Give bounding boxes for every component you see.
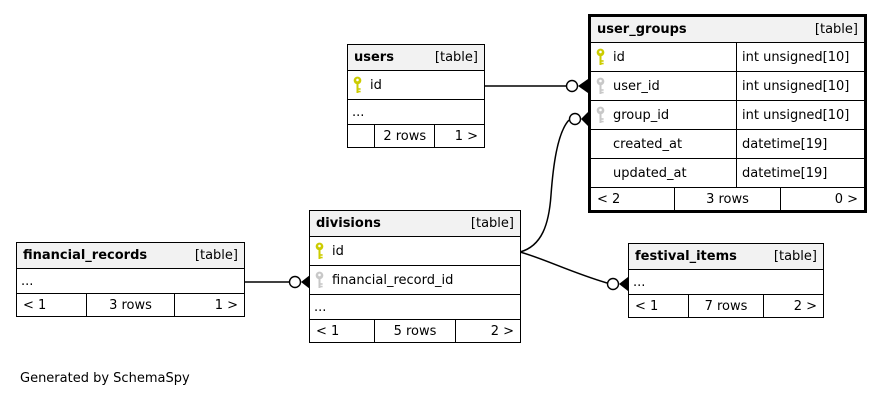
- footer-parents: < 1: [316, 323, 340, 339]
- table-type-label: [table]: [470, 216, 514, 231]
- table-title: festival_items: [635, 249, 737, 264]
- column-name: updated_at: [613, 165, 687, 181]
- more-columns-row: ...: [629, 270, 823, 295]
- ellipsis: ...: [352, 104, 365, 120]
- footer-children: 1 >: [434, 125, 484, 147]
- ellipsis: ...: [314, 299, 327, 315]
- table-type-label: [table]: [814, 22, 858, 37]
- table-users-footer: 2 rows 1 >: [348, 125, 484, 147]
- footer-children: 2 >: [762, 295, 823, 317]
- table-divisions-footer: < 1 5 rows 2 >: [310, 320, 520, 342]
- column-type: int unsigned[10]: [736, 101, 864, 129]
- footer-row-count: 7 rows: [688, 295, 762, 317]
- footer-children: 0 >: [779, 188, 864, 210]
- table-financial-records-footer: < 1 3 rows 1 >: [17, 294, 244, 316]
- column-name: user_id: [613, 78, 660, 94]
- table-financial-records-header: financial_records [table]: [17, 243, 244, 269]
- table-title: users: [354, 50, 394, 65]
- ellipsis: ...: [633, 274, 646, 290]
- column-name: id: [613, 49, 625, 65]
- table-festival-items-header: festival_items [table]: [629, 244, 823, 270]
- table-title: divisions: [316, 216, 381, 231]
- foreign-key-icon: [595, 106, 613, 124]
- column-row: id: [310, 237, 520, 266]
- relationship-divisions-user-groups: [519, 112, 588, 253]
- table-users[interactable]: users [table] id ... 2 rows 1 >: [347, 44, 485, 148]
- table-divisions-header: divisions [table]: [310, 211, 520, 237]
- primary-key-icon: [352, 76, 370, 94]
- column-type: int unsigned[10]: [736, 43, 864, 71]
- table-divisions[interactable]: divisions [table] id financial_record_id…: [309, 210, 521, 343]
- table-festival-items-footer: < 1 7 rows 2 >: [629, 295, 823, 317]
- column-row: financial_record_id: [310, 266, 520, 295]
- column-row: created_at datetime[19]: [591, 130, 864, 159]
- column-row: id int unsigned[10]: [591, 43, 864, 72]
- more-columns-row: ...: [348, 100, 484, 125]
- footer-children: 1 >: [173, 294, 244, 316]
- table-type-label: [table]: [194, 248, 238, 263]
- generator-note: Generated by SchemaSpy: [20, 371, 190, 386]
- table-title: financial_records: [23, 248, 148, 263]
- column-row: user_id int unsigned[10]: [591, 72, 864, 101]
- column-name: id: [370, 77, 382, 93]
- table-financial-records[interactable]: financial_records [table] ... < 1 3 rows…: [16, 242, 245, 317]
- footer-row-count: 3 rows: [86, 294, 173, 316]
- primary-key-icon: [314, 242, 332, 260]
- table-type-label: [table]: [773, 249, 817, 264]
- relationship-financial-records-divisions: [245, 275, 310, 289]
- footer-row-count: 3 rows: [674, 188, 780, 210]
- column-row: updated_at datetime[19]: [591, 159, 864, 188]
- relationship-users-user-groups: [484, 79, 588, 93]
- table-user-groups-header: user_groups [table]: [591, 17, 864, 43]
- footer-parents: [348, 125, 374, 147]
- column-name: group_id: [613, 107, 670, 123]
- column-row: id: [348, 71, 484, 100]
- ellipsis: ...: [21, 273, 34, 289]
- footer-row-count: 2 rows: [374, 125, 434, 147]
- primary-key-icon: [595, 48, 613, 66]
- column-name: financial_record_id: [332, 272, 454, 288]
- table-user-groups-footer: < 2 3 rows 0 >: [591, 188, 864, 210]
- footer-parents: < 1: [635, 298, 659, 314]
- footer-children: 2 >: [454, 320, 520, 342]
- table-users-header: users [table]: [348, 45, 484, 71]
- table-title: user_groups: [597, 22, 687, 37]
- table-type-label: [table]: [434, 50, 478, 65]
- column-type: datetime[19]: [736, 159, 864, 187]
- column-row: group_id int unsigned[10]: [591, 101, 864, 130]
- table-festival-items[interactable]: festival_items [table] ... < 1 7 rows 2 …: [628, 243, 824, 318]
- column-name: id: [332, 243, 344, 259]
- column-name: created_at: [613, 136, 683, 152]
- more-columns-row: ...: [310, 295, 520, 320]
- column-type: int unsigned[10]: [736, 72, 864, 100]
- foreign-key-icon: [595, 77, 613, 95]
- table-user-groups[interactable]: user_groups [table] id int unsigned[10] …: [588, 14, 867, 213]
- column-type: datetime[19]: [736, 130, 864, 158]
- footer-row-count: 5 rows: [374, 320, 455, 342]
- relationship-divisions-festival-items: [519, 251, 628, 291]
- more-columns-row: ...: [17, 269, 244, 294]
- footer-parents: < 2: [597, 191, 621, 207]
- foreign-key-icon: [314, 271, 332, 289]
- footer-parents: < 1: [23, 297, 47, 313]
